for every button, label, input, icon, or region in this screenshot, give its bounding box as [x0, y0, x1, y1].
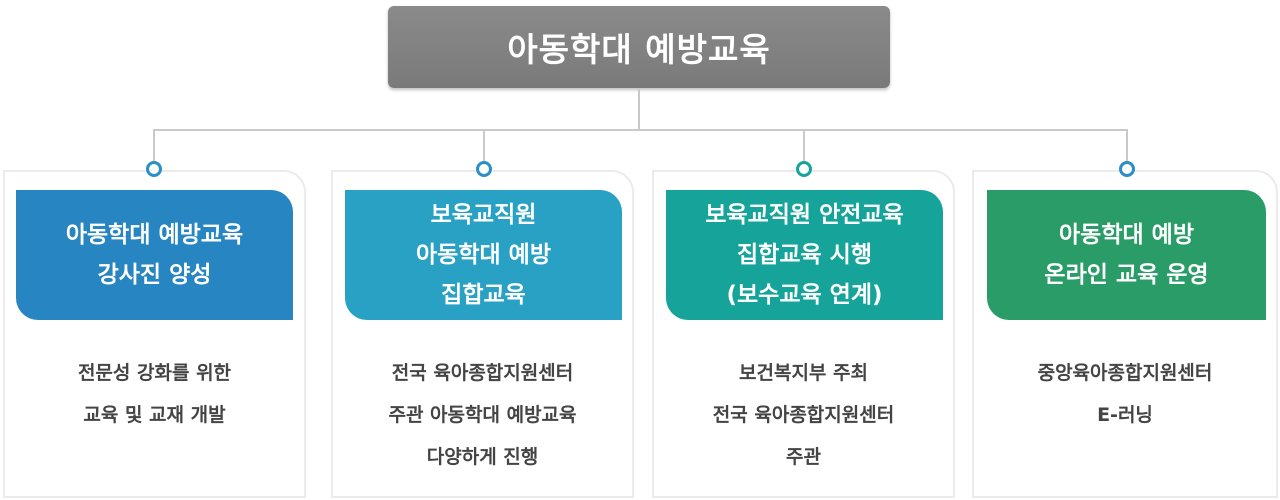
card-1-body: 전문성 강화를 위한 교육 및 교재 개발 [3, 352, 306, 436]
connector-drop-4 [1126, 129, 1128, 161]
card-3-body-line-3: 주관 [786, 446, 821, 468]
card-4-heading-line-2: 온라인 교육 운영 [1044, 262, 1209, 288]
card-2-heading-line-2: 아동학대 예방 [416, 242, 551, 268]
root-title-box: 아동학대 예방교육 [388, 6, 890, 88]
card-1-heading-line-1: 아동학대 예방교육 [65, 222, 244, 248]
connector-dot-1 [146, 161, 162, 177]
card-1-heading: 아동학대 예방교육 강사진 양성 [16, 190, 293, 320]
card-4-body: 중앙육아종합지원센터 E-러닝 [972, 352, 1278, 436]
card-1-body-line-2: 교육 및 교재 개발 [83, 404, 226, 426]
card-4-heading: 아동학대 예방 온라인 교육 운영 [987, 190, 1266, 320]
card-1-body-line-1: 전문성 강화를 위한 [77, 362, 232, 384]
card-3-heading-line-2: 집합교육 시행 [737, 242, 872, 268]
card-4-body-line-1: 중앙육아종합지원센터 [1037, 362, 1213, 384]
connector-drop-1 [153, 129, 155, 161]
card-3-body-line-2: 전국 육아종합지원센터 [712, 404, 895, 426]
card-4-heading-line-1: 아동학대 예방 [1059, 222, 1194, 248]
card-2-body-line-2: 주관 아동학대 예방교육 [388, 404, 577, 426]
card-2-body-line-3: 다양하게 진행 [426, 446, 539, 468]
card-2-body-line-1: 전국 육아종합지원센터 [391, 362, 574, 384]
root-title: 아동학대 예방교육 [507, 30, 771, 69]
connector-trunk [638, 88, 640, 130]
card-2-body: 전국 육아종합지원센터 주관 아동학대 예방교육 다양하게 진행 [331, 352, 634, 478]
card-3-body: 보건복지부 주최 전국 육아종합지원센터 주관 [652, 352, 955, 478]
card-2-heading-line-1: 보육교직원 [430, 202, 537, 228]
card-3-body-line-1: 보건복지부 주최 [739, 362, 868, 384]
card-2-heading: 보육교직원 아동학대 예방 집합교육 [345, 190, 622, 320]
connector-horizontal [153, 129, 1128, 131]
connector-dot-2 [476, 161, 492, 177]
card-3-heading: 보육교직원 안전교육 집합교육 시행 (보수교육 연계) [666, 190, 943, 320]
card-1-heading-line-2: 강사진 양성 [97, 262, 212, 288]
card-4-body-line-2: E-러닝 [1097, 404, 1153, 426]
connector-dot-3 [796, 161, 812, 177]
card-3-heading-line-3: (보수교육 연계) [726, 282, 883, 308]
connector-drop-2 [483, 129, 485, 161]
connector-drop-3 [803, 129, 805, 161]
connector-dot-4 [1119, 161, 1135, 177]
card-3-heading-line-1: 보육교직원 안전교육 [705, 202, 904, 228]
card-2-heading-line-3: 집합교육 [441, 282, 526, 308]
